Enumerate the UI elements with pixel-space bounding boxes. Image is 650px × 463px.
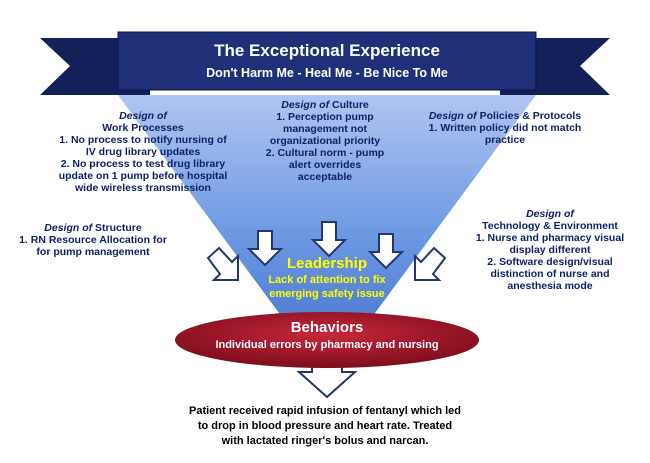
work-processes-item: 2. No process to test drug library — [60, 158, 226, 170]
culture-item: acceptable — [297, 171, 353, 183]
behaviors-body: Individual errors by pharmacy and nursin… — [215, 339, 439, 351]
policies-item: 1. Written policy did not match — [428, 122, 582, 134]
technology-item: 1. Nurse and pharmacy visual — [475, 232, 625, 244]
policies-block: Design of Policies & Protocols 1. Writte… — [405, 110, 605, 146]
arrow-work-processes-icon — [246, 230, 284, 267]
leadership-body: Lack of attention to fix emerging safety… — [232, 273, 422, 301]
banner-title: The Exceptional Experience — [214, 41, 440, 60]
technology-design-of: Design of — [526, 208, 574, 220]
policies-title-line: Design of Policies & Protocols — [405, 110, 605, 122]
outcome-line: to drop in blood pressure and heart rate… — [197, 420, 453, 432]
outcome-text: Patient received rapid infusion of fenta… — [135, 404, 515, 449]
technology-heading: Technology & Environment — [482, 220, 618, 232]
technology-item: display different — [509, 244, 591, 256]
work-processes-item: wide wireless transmission — [75, 182, 211, 194]
work-processes-design-of: Design of — [119, 110, 167, 122]
banner-subtitle: Don't Harm Me - Heal Me - Be Nice To Me — [206, 66, 448, 80]
leadership-title: Leadership — [286, 255, 368, 272]
technology-item: 2. Software design/visual — [487, 256, 613, 268]
policies-item: practice — [484, 134, 526, 146]
work-processes-item: 1. No process to notify nursing of — [59, 134, 227, 146]
culture-title-line: Design of Culture — [255, 99, 395, 111]
culture-item: 1. Perception pump — [276, 111, 374, 123]
policies-heading: Policies & Protocols — [479, 110, 582, 122]
structure-heading: Structure — [95, 222, 142, 234]
structure-title-line: Design of Structure — [8, 222, 178, 234]
structure-item: for pump management — [36, 246, 150, 258]
technology-item: distinction of nurse and — [490, 268, 610, 280]
arrow-policies-icon — [367, 233, 405, 270]
structure-item: 1. RN Resource Allocation for — [19, 234, 167, 246]
culture-block: Design of Culture 1. Perception pump man… — [255, 99, 395, 183]
work-processes-heading: Work Processes — [102, 122, 184, 134]
arrow-technology-icon — [414, 246, 447, 281]
arrow-culture-icon — [310, 221, 348, 258]
structure-block: Design of Structure 1. RN Resource Alloc… — [8, 222, 178, 258]
behaviors-title: Behaviors — [290, 319, 364, 336]
work-processes-block: Design of Work Processes 1. No process t… — [38, 110, 248, 194]
arrow-structure-icon — [206, 246, 239, 281]
leadership-line: Lack of attention to fix — [268, 274, 386, 286]
outcome-line: Patient received rapid infusion of fenta… — [189, 405, 461, 417]
outcome-line: with lactated ringer's bolus and narcan. — [221, 435, 429, 447]
behaviors-ellipse — [175, 312, 479, 368]
culture-heading: Culture — [332, 99, 369, 111]
culture-item: 2. Cultural norm - pump — [265, 147, 385, 159]
culture-item: management not — [282, 123, 367, 135]
structure-design-of: Design of — [44, 222, 93, 234]
culture-item: alert overrides — [288, 159, 362, 171]
technology-block: Design of Technology & Environment 1. Nu… — [455, 208, 645, 292]
culture-item: organizational priority — [269, 135, 381, 147]
technology-item: anesthesia mode — [507, 280, 593, 292]
policies-design-of: Design of — [428, 110, 477, 122]
banner-main — [117, 31, 537, 91]
leadership-line: emerging safety issue — [269, 288, 385, 300]
culture-design-of: Design of — [281, 99, 330, 111]
work-processes-item: update on 1 pump before hospital — [58, 170, 228, 182]
work-processes-item: IV drug library updates — [85, 146, 201, 158]
